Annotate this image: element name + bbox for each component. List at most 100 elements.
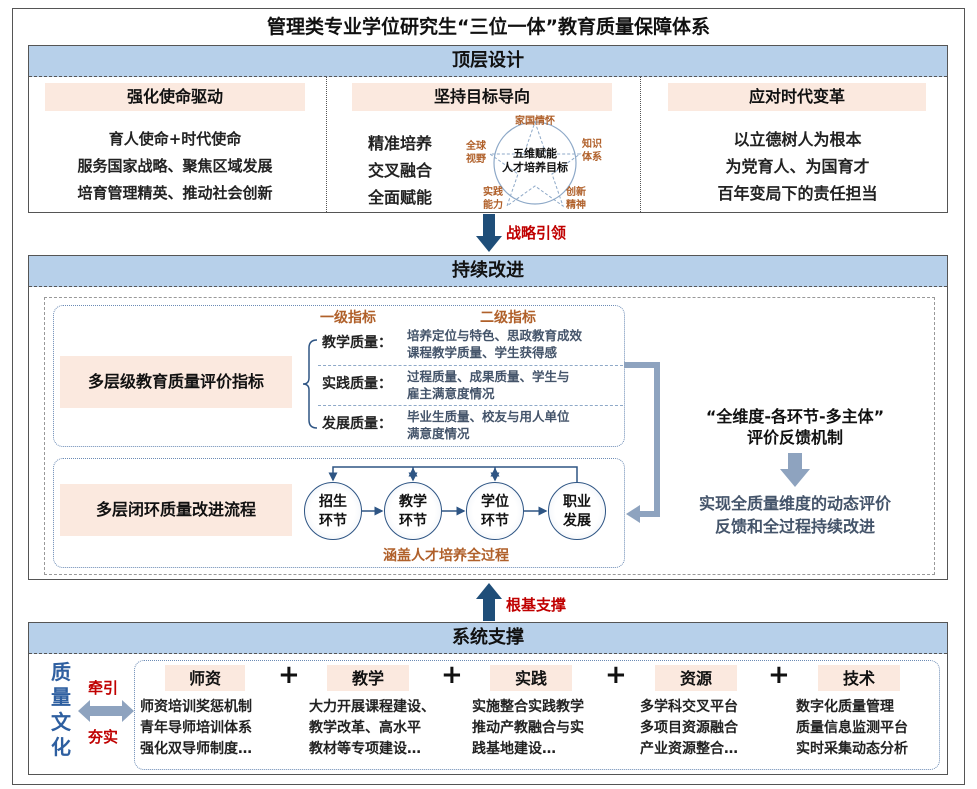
list-item: 青年导师培训体系 (140, 720, 252, 736)
loop-connectors (328, 466, 578, 516)
development-quality-value: 毕业生质量、校友与用人单位满意度情况 (407, 408, 570, 442)
text-char: 化 (51, 735, 71, 759)
era-label: 应对时代变革 (668, 83, 926, 111)
arrow-up-icon (476, 583, 502, 621)
practice-label: 实践 (490, 665, 572, 691)
text-line: 课程教学质量、学生获得感 (407, 345, 558, 360)
mission-lines: 育人使命+时代使命 服务国家战略、聚焦区域发展 培育管理精英、推动社会创新 (30, 126, 320, 207)
star-diagram-icon (488, 120, 582, 208)
star-center-line: 五维赋能 (513, 147, 557, 160)
star-center: 五维赋能 人才培养目标 (495, 147, 575, 175)
list-item: 师资培训奖惩机制 (140, 699, 252, 715)
text-line: 百年变局下的责任担当 (717, 184, 878, 203)
text-line: 以立德树人为根本 (733, 130, 862, 149)
improvement-container (44, 297, 935, 575)
system-support-section: 系统支撑 (28, 622, 948, 775)
strategy-lead-label: 战略引领 (506, 224, 567, 242)
text-line: 交叉融合 (367, 161, 432, 180)
text-line: 实现全质量维度的动态评价 (698, 494, 891, 513)
text-line: 为党育人、为国育才 (725, 157, 870, 176)
evaluation-label: 多层级教育质量评价指标 (60, 356, 292, 408)
gray-arrow-down-icon (780, 453, 810, 487)
section-header: 系统支撑 (29, 623, 947, 654)
row-divider (318, 365, 623, 366)
faculty-items: 师资培训奖惩机制青年导师培训体系强化双导师制度… (140, 697, 252, 760)
top-design-section: 顶层设计 (28, 45, 948, 213)
feedback-desc: 实现全质量维度的动态评价反馈和全过程持续改进 (665, 492, 925, 538)
plus-sign: + (278, 660, 300, 690)
plus-sign: + (768, 660, 790, 690)
teaching-quality-key: 教学质量： (322, 335, 392, 351)
text-line: 培育管理精英、推动社会创新 (77, 184, 273, 202)
resource-items: 多学科交叉平台多项目资源融合产业资源整合… (640, 697, 738, 760)
text-line: 服务国家战略、聚焦区域发展 (77, 157, 273, 175)
career-node: 职业发展 (548, 482, 606, 540)
practice-quality-key: 实践质量： (322, 376, 392, 392)
feedback-arrow-icon (624, 362, 660, 523)
list-item: 教材等专项建设… (309, 741, 421, 757)
technology-label: 技术 (818, 665, 900, 691)
text-line: “全维度-各环节-多主体” (705, 407, 885, 426)
divider (326, 77, 327, 212)
text-char: 文 (51, 710, 71, 734)
loop-label: 多层闭环质量改进流程 (60, 484, 292, 536)
quality-culture-label: 质量文化 (48, 660, 74, 760)
list-item: 教学改革、高水平 (309, 720, 421, 736)
teaching-label: 教学 (327, 665, 409, 691)
goal-lines: 精准培养 交叉融合 全面赋能 (355, 130, 445, 211)
list-item: 推动产教融合与实 (472, 720, 584, 736)
foundation-support-label: 根基支撑 (506, 596, 567, 614)
section-header: 顶层设计 (29, 46, 947, 77)
list-item: 多学科交叉平台 (640, 699, 738, 715)
text-line: 全面赋能 (367, 188, 432, 207)
text-line: 过程质量、成果质量、学生与 (407, 369, 570, 384)
node-text: 发展 (563, 513, 591, 529)
support-box (134, 660, 940, 770)
text-line: 精准培养 (367, 134, 432, 153)
text-line: 满意度情况 (407, 426, 470, 441)
resource-label: 资源 (655, 665, 737, 691)
text-char: 量 (51, 685, 71, 709)
mission-label: 强化使命驱动 (45, 83, 305, 111)
teaching-quality-value: 培养定位与特色、思政教育成效课程教学质量、学生获得感 (407, 327, 582, 361)
node-text: 环节 (319, 513, 347, 529)
text-line: 培养定位与特色、思政教育成效 (407, 328, 583, 343)
plus-sign: + (605, 660, 627, 690)
outer-frame (12, 8, 965, 785)
star-center-line: 人才培养目标 (502, 161, 568, 174)
feedback-title: “全维度-各环节-多主体”评价反馈机制 (670, 406, 920, 448)
list-item: 多项目资源融合 (640, 720, 738, 736)
level1-header: 一级指标 (320, 310, 376, 326)
teaching-items: 大力开展课程建设、教学改革、高水平教材等专项建设… (309, 697, 435, 760)
list-item: 践基地建设… (472, 741, 556, 757)
enrollment-node: 招生环节 (304, 482, 362, 540)
practice-quality-value: 过程质量、成果质量、学生与雇主满意度情况 (407, 368, 570, 402)
level2-header: 二级指标 (480, 310, 536, 326)
goal-label: 坚持目标导向 (352, 83, 612, 111)
section-header: 持续改进 (29, 256, 947, 287)
text-char: 质 (51, 660, 71, 684)
node-text: 职业 (563, 494, 591, 510)
solid-label: 夯实 (88, 728, 119, 746)
node-text: 环节 (399, 513, 427, 529)
star-point: 创新精神 (566, 187, 586, 211)
node-text: 学位 (481, 494, 509, 510)
node-text: 教学 (399, 494, 427, 510)
text-line: 反馈和全过程持续改进 (714, 517, 875, 536)
list-item: 质量信息监测平台 (796, 720, 908, 736)
row-divider (318, 405, 623, 406)
node-text: 环节 (481, 513, 509, 529)
text-line: 毕业生质量、校友与用人单位 (407, 409, 570, 424)
arrow-down-icon (476, 214, 502, 252)
teaching-node: 教学环节 (384, 482, 442, 540)
star-point: 实践能力 (483, 187, 503, 211)
technology-items: 数字化质量管理质量信息监测平台实时采集动态分析 (796, 697, 908, 760)
list-item: 大力开展课程建设、 (309, 699, 435, 715)
brace-icon (303, 339, 318, 429)
degree-node: 学位环节 (466, 482, 524, 540)
era-lines: 以立德树人为根本 为党育人、为国育才 百年变局下的责任担当 (650, 126, 945, 207)
list-item: 强化双导师制度… (140, 741, 252, 757)
list-item: 实时采集动态分析 (796, 741, 908, 757)
loop-caption: 涵盖人才培养全过程 (383, 548, 509, 564)
page-title: 管理类专业学位研究生“三位一体”教育质量保障体系 (267, 16, 710, 38)
